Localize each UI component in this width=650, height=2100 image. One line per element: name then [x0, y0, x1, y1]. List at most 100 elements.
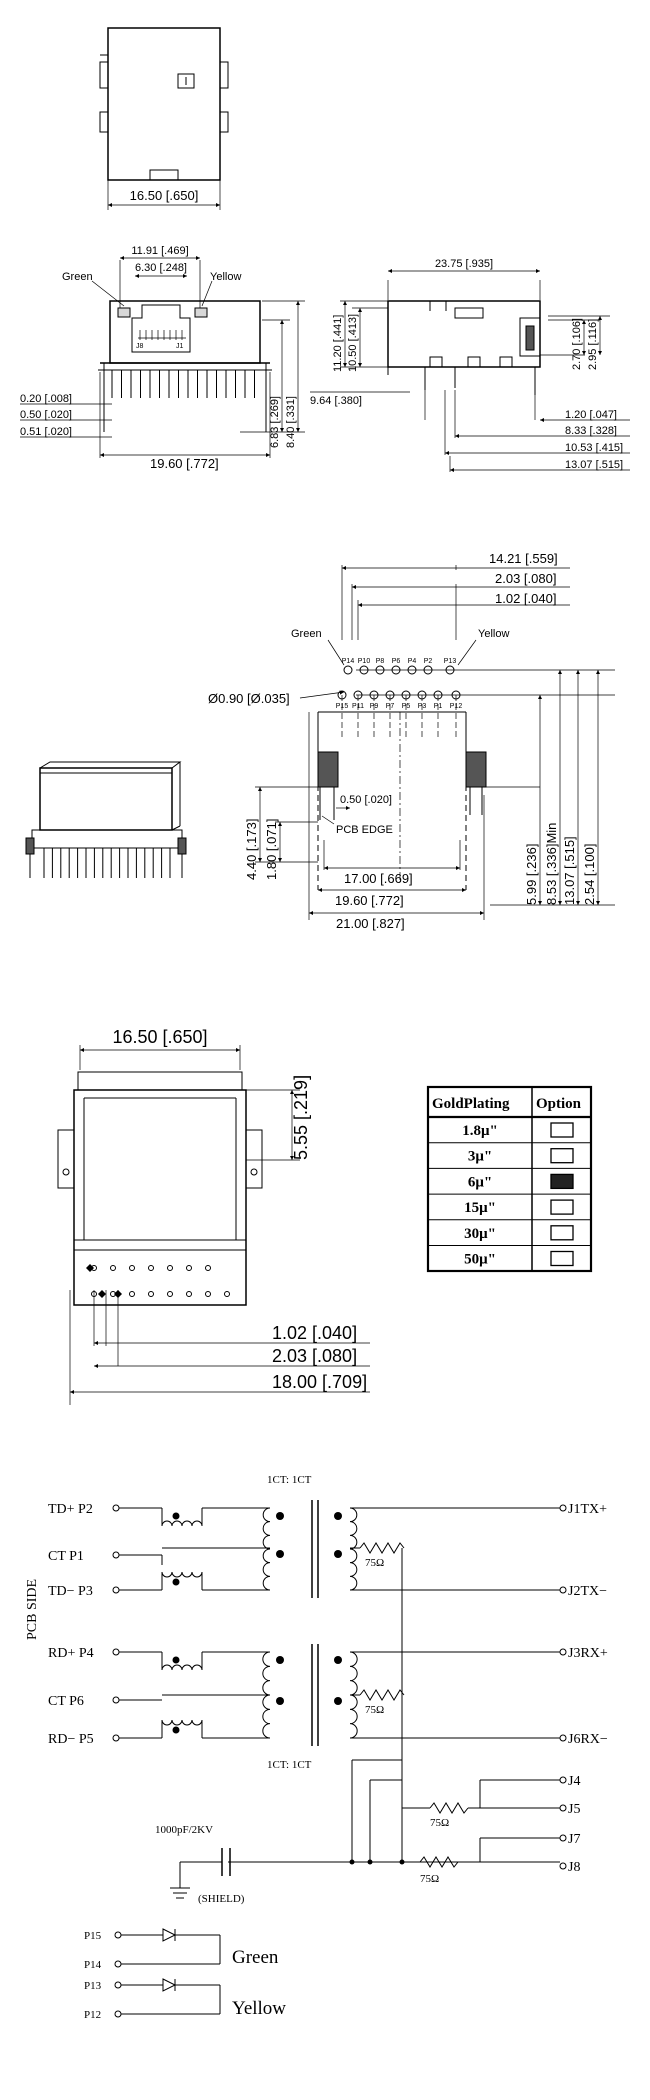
side-dim-1307: 13.07 [.515]: [565, 459, 623, 471]
option-checkbox[interactable]: [550, 1173, 574, 1190]
polarity-dot: [334, 1550, 342, 1558]
left-pin-terminal: [112, 1586, 120, 1594]
front-dim-1960: 19.60 [.772]: [150, 456, 219, 471]
front-dim-051: 0.51 [.020]: [20, 426, 72, 438]
polarity-dot: [334, 1512, 342, 1520]
right-pin-terminal: [559, 1586, 567, 1594]
left-pin-terminal: [112, 1734, 120, 1742]
front-dim-683: 6.83 [.269]: [269, 396, 281, 448]
fp-dim-853: 8.53 [.336]Min: [544, 823, 559, 905]
front-view: J8 J1 Green Yellow 11.91 [.469] 6.30 [.2…: [20, 245, 305, 471]
polarity-dot: [276, 1512, 284, 1520]
table-row-label: 30μ": [464, 1226, 496, 1242]
fp-hole-dim: Ø0.90 [Ø.035]: [208, 691, 290, 706]
side-dim-964: 9.64 [.380]: [310, 395, 362, 407]
fp-dim-254: 2.54 [.100]: [582, 844, 597, 905]
led-diode: [162, 1928, 177, 1942]
fp-dim-180: 1.80 [.071]: [264, 819, 279, 880]
led-yellow-label: Yellow: [232, 1998, 286, 2019]
fp-led-yellow-label: Yellow: [478, 628, 509, 640]
right-pin-label: J1TX+: [568, 1502, 607, 1517]
right-pin-label: J3RX+: [568, 1646, 608, 1661]
front-pin-j1: J1: [176, 343, 184, 350]
fp-dim-1307: 13.07 [.515]: [562, 836, 577, 905]
resistor-label: 75Ω: [430, 1817, 449, 1829]
left-pin-terminal: [112, 1504, 120, 1512]
winding: [161, 1571, 203, 1578]
table-header-plating: GoldPlating: [432, 1096, 510, 1112]
fp-dim-203: 2.03 [.080]: [495, 571, 556, 586]
fp-dim-1700: 17.00 [.669]: [344, 871, 413, 886]
fp-inner-dim: 0.50 [.020]: [340, 794, 392, 806]
fp-pin-label-top: P4: [408, 658, 417, 665]
front-dim-840: 8.40 [.331]: [285, 396, 297, 448]
right-pin-terminal: [559, 1862, 567, 1870]
right-pin-terminal: [559, 1834, 567, 1842]
option-checkbox[interactable]: [550, 1225, 574, 1241]
fp-dim-1421: 14.21 [.559]: [489, 551, 558, 566]
left-pin-label: RD+ P4: [48, 1646, 94, 1661]
right-pin-label: J4: [568, 1774, 580, 1789]
isometric-view: [25, 761, 187, 878]
table-row-label: 1.8μ": [462, 1123, 498, 1139]
left-pin-terminal: [112, 1696, 120, 1704]
fp-led-green-label: Green: [291, 628, 322, 640]
bottom-marker: [86, 1264, 94, 1272]
winding: [161, 1664, 203, 1671]
polarity-dot: [276, 1550, 284, 1558]
pcb-side-label: PCB SIDE: [25, 1579, 40, 1640]
led-pin-label: P13: [84, 1980, 102, 1992]
bottom-hole: [205, 1291, 211, 1297]
front-dim-630: 6.30 [.248]: [135, 262, 187, 274]
right-pin-terminal: [559, 1776, 567, 1784]
option-checkbox[interactable]: [550, 1250, 574, 1267]
option-checkbox[interactable]: [550, 1199, 574, 1215]
resistor-label: 75Ω: [420, 1873, 439, 1885]
fp-pin-label-top: P6: [392, 658, 401, 665]
right-pin-terminal: [559, 1648, 567, 1656]
option-checkbox[interactable]: [550, 1122, 574, 1138]
resistor: [359, 1542, 405, 1554]
fp-dim-2100: 21.00 [.827]: [336, 916, 405, 931]
left-pin-label: CT P1: [48, 1549, 84, 1564]
led-pin-label: P15: [84, 1930, 102, 1942]
table-row-label: 15μ": [464, 1200, 496, 1216]
polarity-dot: [334, 1697, 342, 1705]
winding: [161, 1719, 203, 1726]
option-checkbox[interactable]: [550, 1148, 574, 1164]
bottom-marker: [98, 1290, 106, 1298]
led-pin-terminal: [114, 2010, 122, 2018]
right-pin-label: J7: [568, 1832, 580, 1847]
primary-winding: [262, 1507, 271, 1591]
resistor-label: 75Ω: [365, 1704, 384, 1716]
front-dim-020: 0.20 [.008]: [20, 393, 72, 405]
resistor: [429, 1802, 469, 1814]
right-pin-label: J2TX−: [568, 1584, 607, 1599]
led-pin-terminal: [114, 1931, 122, 1939]
bottom-hole: [186, 1265, 192, 1271]
right-pin-label: J6RX−: [568, 1732, 608, 1747]
front-dim-050: 0.50 [.020]: [20, 409, 72, 421]
shield-label: (SHIELD): [198, 1893, 245, 1905]
table-row-label: 6μ": [468, 1174, 492, 1190]
bottom-dim-1800: 18.00 [.709]: [272, 1372, 367, 1392]
side-dim-1053: 10.53 [.415]: [565, 442, 623, 454]
front-led-yellow-label: Yellow: [210, 271, 241, 283]
bottom-dim-203: 2.03 [.080]: [272, 1346, 357, 1366]
table-row-label: 50μ": [464, 1252, 496, 1268]
resistor-label: 75Ω: [365, 1557, 384, 1569]
bottom-width-dim: 16.50 [.650]: [112, 1027, 207, 1047]
table-row-label: 3μ": [468, 1149, 492, 1165]
side-dim-120: 1.20 [.047]: [565, 409, 617, 421]
fp-pin-label-top: P2: [424, 658, 433, 665]
pcb-edge-label: PCB EDGE: [336, 824, 393, 836]
top-view: 16.50 [.650]: [99, 27, 229, 210]
fp-dim-440: 4.40 [.173]: [244, 819, 259, 880]
bottom-hole: [224, 1291, 230, 1297]
bottom-hole: [186, 1291, 192, 1297]
right-pin-terminal: [559, 1734, 567, 1742]
right-pin-terminal: [559, 1504, 567, 1512]
bottom-height-dim: 5.55 [.219]: [291, 1075, 311, 1160]
left-pin-terminal: [112, 1551, 120, 1559]
